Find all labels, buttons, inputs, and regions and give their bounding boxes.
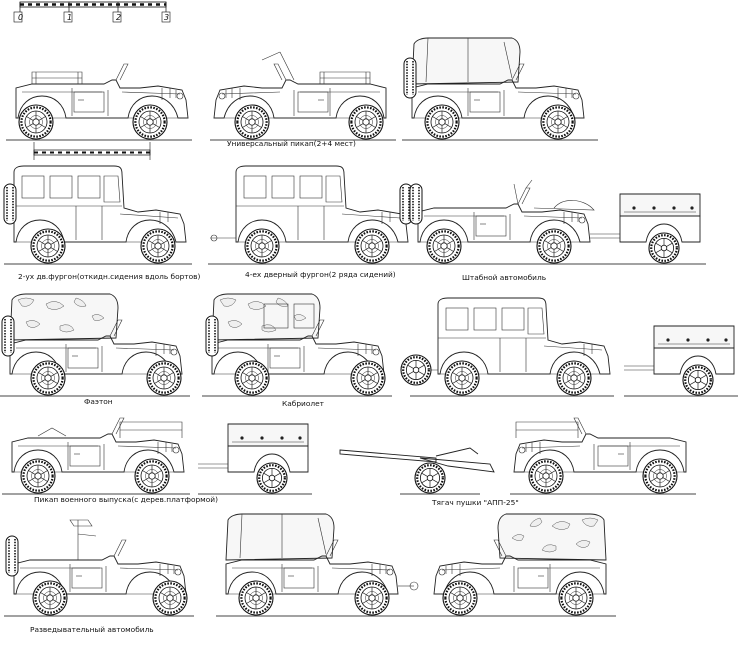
vehicle-van-towing	[399, 297, 614, 397]
caption-van-2door: 2-ух дв.фургон(откидн.сидения вдоль борт…	[18, 272, 200, 281]
vehicle-recon-towing	[216, 513, 420, 617]
caption-van-4door: 4-ех дверный фургон(2 ряда сидений)	[245, 270, 396, 279]
vehicle-van-4door	[208, 165, 414, 265]
caption-military-pickup: Пикап военного выпуска(с дерев.платформо…	[34, 495, 218, 504]
gun-app-25	[339, 447, 495, 495]
vehicle-cabriolet	[202, 293, 392, 397]
scale-tick-0: 0	[18, 13, 23, 22]
vehicle-military-pickup	[2, 417, 190, 495]
vehicle-phaeton	[0, 293, 190, 397]
caption-staff-car: Штабной автомобиль	[462, 273, 546, 282]
scale-tick-3: 3	[164, 13, 169, 22]
caption-gun-tractor: Тягач пушки "АПП-25"	[431, 498, 519, 507]
scale-bar: 0 1 2 3	[13, 1, 171, 23]
caption-recon-car: Разведывательный автомобиль	[30, 625, 154, 634]
vehicle-universal-pickup-b	[210, 51, 396, 141]
vehicle-gun-tractor	[510, 417, 696, 495]
scale-tick-2: 2	[116, 13, 121, 22]
vehicle-recon-canvas	[420, 513, 616, 617]
trailer-staff	[590, 194, 706, 265]
caption-universal-pickup: Универсальный пикап(2+4 мест)	[227, 139, 356, 148]
scale-ruler-2	[33, 142, 151, 160]
vehicle-recon-car	[4, 519, 194, 617]
vehicle-universal-pickup-a	[6, 63, 192, 141]
trailer-military	[198, 424, 312, 495]
vehicle-universal-pickup-hardtop	[402, 37, 598, 141]
vehicle-staff-car	[408, 179, 595, 265]
trailer-van	[624, 326, 738, 397]
caption-phaeton: Фаэтон	[84, 397, 113, 406]
scale-tick-1: 1	[67, 13, 72, 22]
vehicle-van-2door	[3, 165, 192, 265]
caption-cabriolet: Кабриолет	[282, 399, 325, 408]
